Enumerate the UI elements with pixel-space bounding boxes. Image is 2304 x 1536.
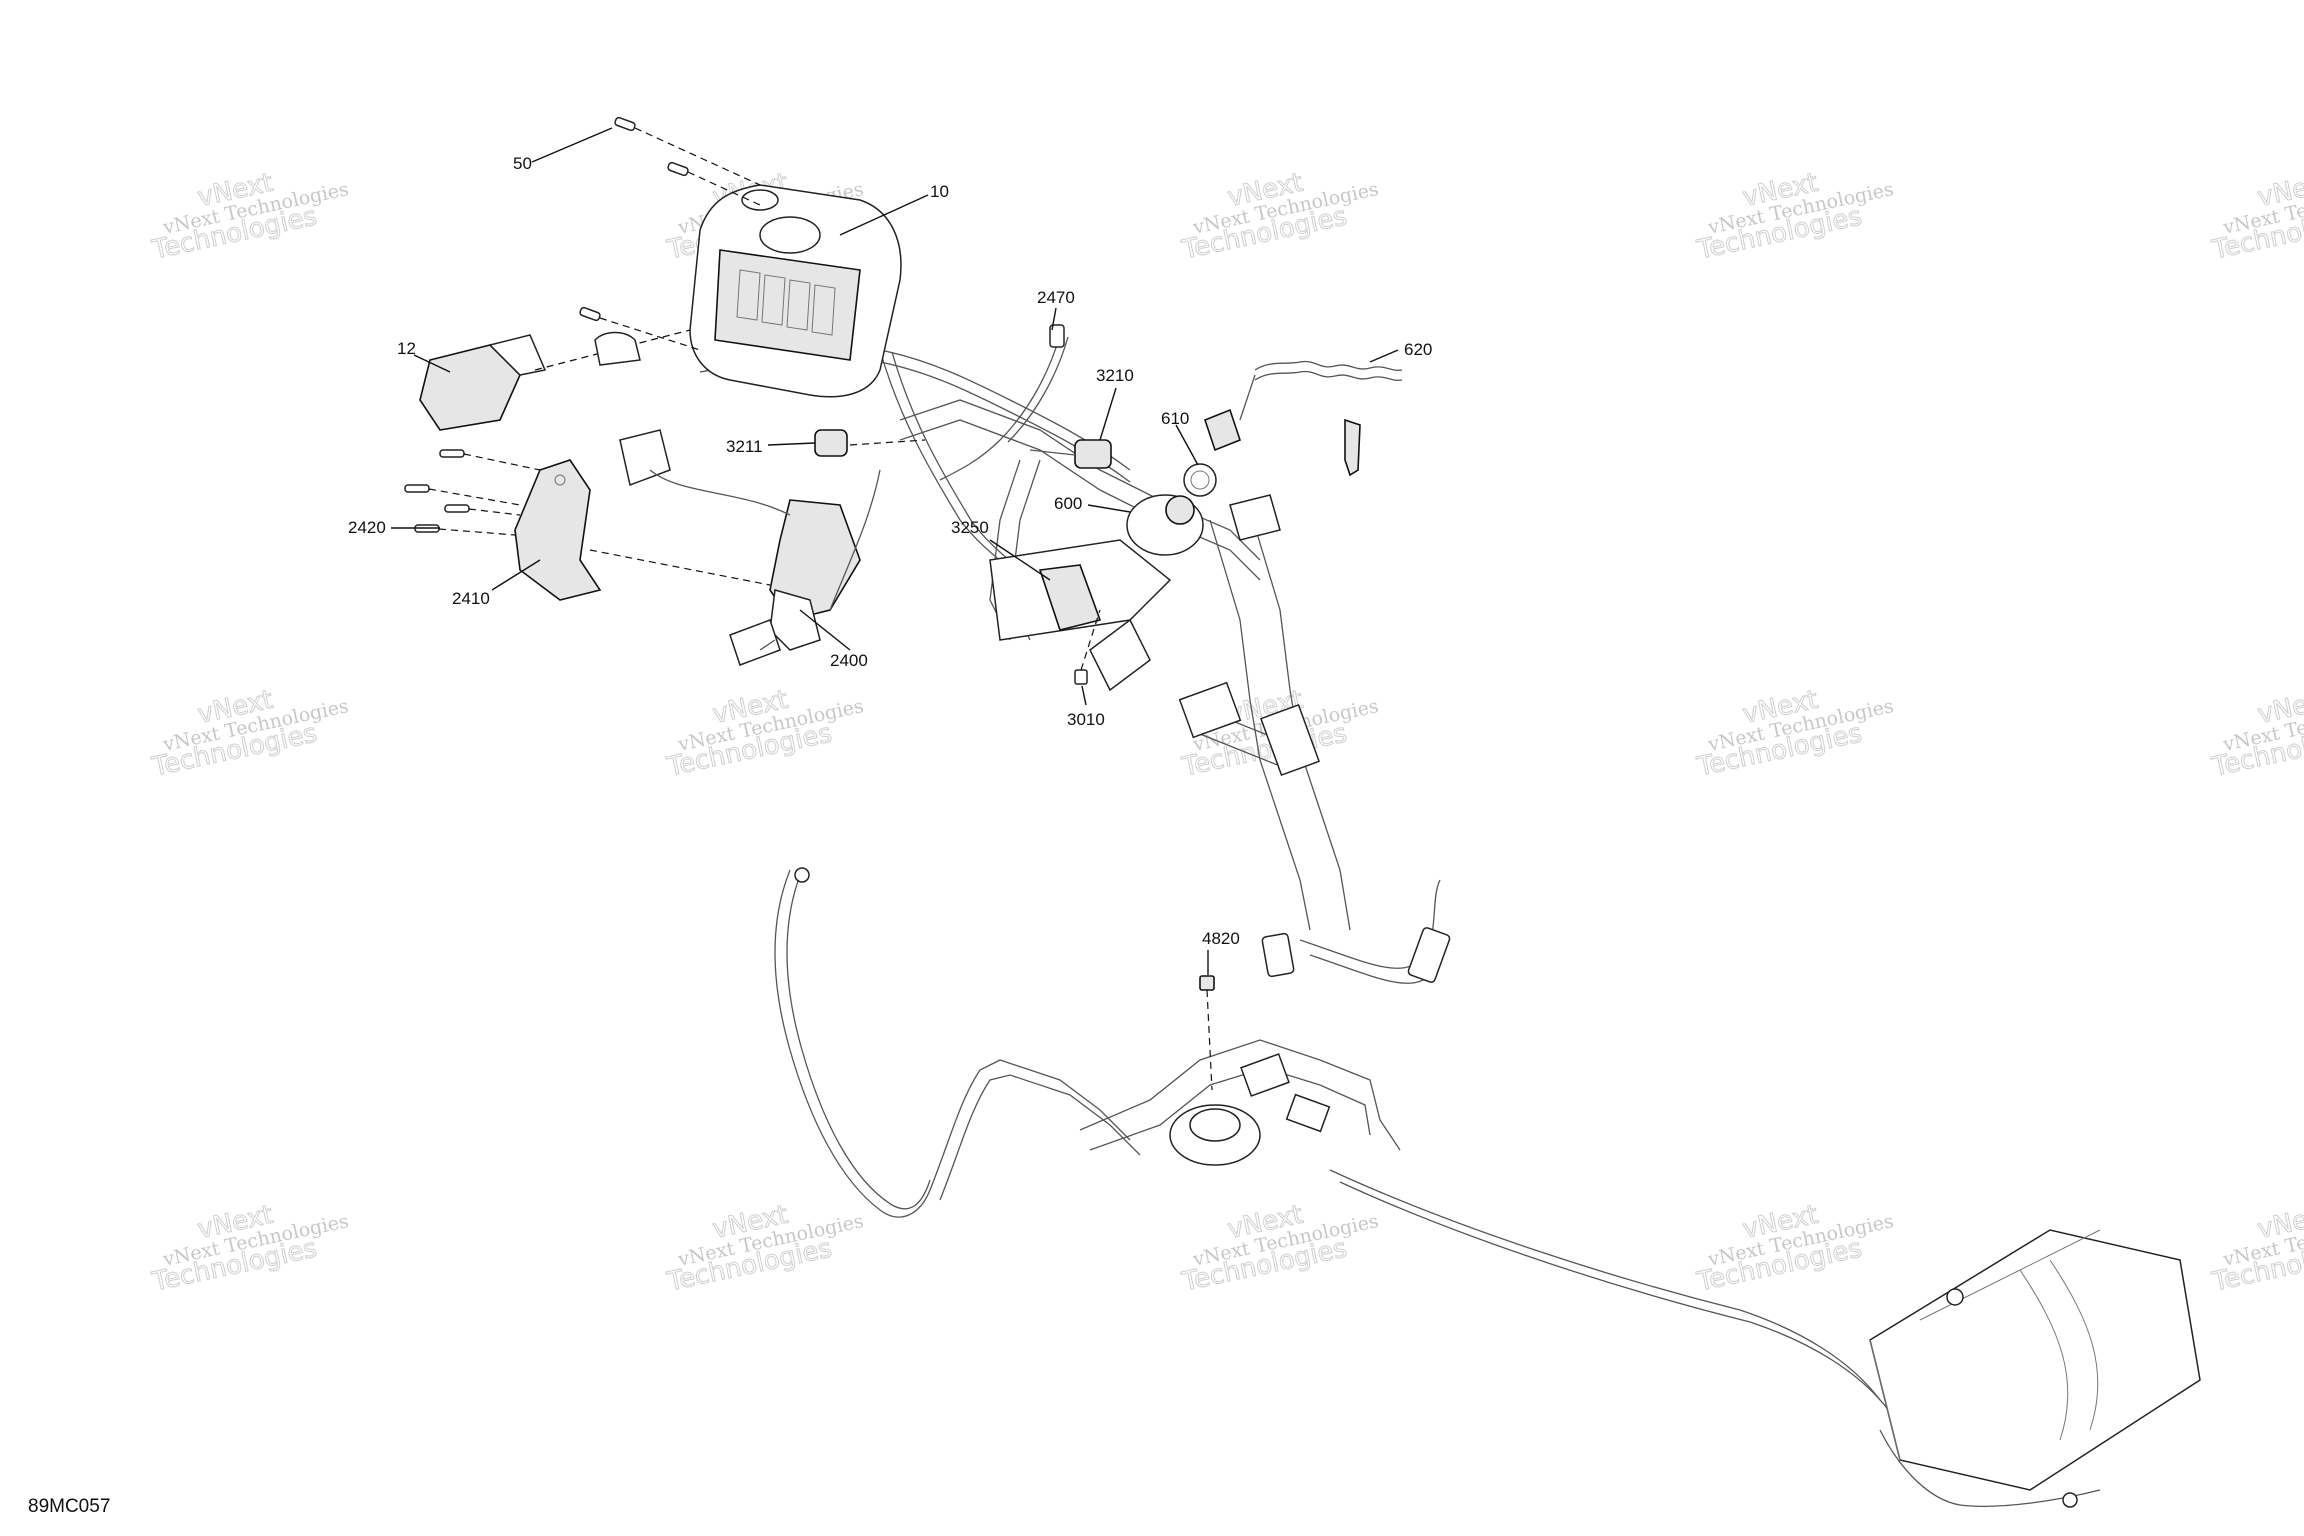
callout-610: 610 xyxy=(1161,409,1189,428)
callout-50: 50 xyxy=(513,154,532,173)
part-3210-switch xyxy=(1029,439,1112,469)
callout-10: 10 xyxy=(930,182,949,201)
part-2410-bracket xyxy=(514,459,771,601)
callout-2410: 2410 xyxy=(452,589,490,608)
callout-3010: 3010 xyxy=(1067,710,1105,729)
part-2420-screws xyxy=(404,449,541,536)
callout-4820: 4820 xyxy=(1202,929,1240,948)
callout-labels: 50 10 12 2470 3210 620 3211 610 600 2420… xyxy=(348,154,1432,948)
callout-3211: 3211 xyxy=(726,437,763,456)
part-3211-connector xyxy=(814,429,926,457)
callout-620: 620 xyxy=(1404,340,1432,359)
callout-600: 600 xyxy=(1054,494,1082,513)
callout-leaders xyxy=(391,127,1399,975)
callout-3250: 3250 xyxy=(951,518,989,537)
callout-2470: 2470 xyxy=(1037,288,1075,307)
callout-2420: 2420 xyxy=(348,518,386,537)
part-600-key-switch xyxy=(1126,494,1281,556)
part-50-screws xyxy=(579,116,761,351)
callout-12: 12 xyxy=(397,339,416,358)
part-620-lanyard xyxy=(1204,360,1403,477)
callout-2400: 2400 xyxy=(830,651,868,670)
part-10-instrument-cluster xyxy=(689,184,902,398)
part-3250-module xyxy=(989,539,1172,692)
part-610-cap xyxy=(1183,463,1217,497)
part-4820-nut xyxy=(1199,932,1295,1091)
callout-3210: 3210 xyxy=(1096,366,1134,385)
part-2470-cable xyxy=(939,324,1069,481)
figure-code: 89MC057 xyxy=(28,1496,111,1517)
wiring-harness xyxy=(699,345,2201,1508)
part-2400-switch-housing xyxy=(619,429,881,666)
part-3010-screw xyxy=(1074,609,1101,685)
part-12-connector xyxy=(419,329,691,431)
